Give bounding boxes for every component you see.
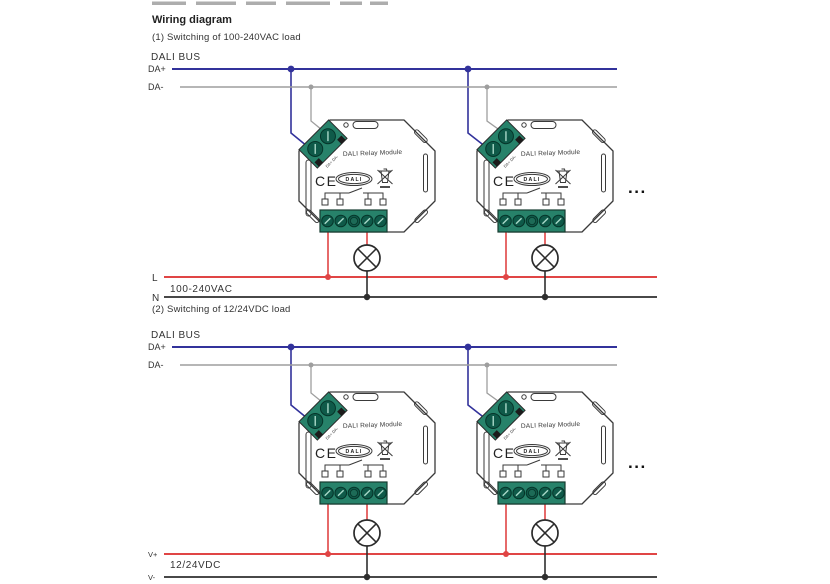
- more-modules-ellipsis: ...: [628, 178, 647, 197]
- junction-dot: [503, 274, 509, 280]
- v-plus-label: V+: [148, 550, 158, 559]
- relay-module-1: [298, 119, 436, 233]
- lamp-icon: [353, 244, 381, 272]
- junction-dot: [308, 362, 314, 368]
- junction-dot: [503, 551, 509, 557]
- relay-module-4: [476, 391, 614, 505]
- more-modules-ellipsis: ...: [628, 453, 647, 472]
- junction-dot: [363, 573, 371, 581]
- junction-dot: [287, 343, 295, 351]
- da-plus-label: DA+: [148, 64, 166, 74]
- dali-bus-title: DALI BUS: [151, 330, 201, 341]
- live-label: L: [152, 273, 158, 284]
- junction-dot: [464, 65, 472, 73]
- supply-voltage-label: 12/24VDC: [170, 560, 221, 571]
- junction-dot: [325, 551, 331, 557]
- neutral-label: N: [152, 293, 159, 304]
- diagram1-caption: (1) Switching of 100-240VAC load: [152, 32, 301, 43]
- relay-module-3: [298, 391, 436, 505]
- junction-dot: [484, 84, 490, 90]
- da-minus-label: DA-: [148, 82, 164, 92]
- page-title: Wiring diagram: [152, 14, 232, 26]
- diagram-1: DALI BUS DA+ DA-: [148, 52, 657, 304]
- junction-dot: [484, 362, 490, 368]
- da-plus-label: DA+: [148, 342, 166, 352]
- junction-dot: [325, 274, 331, 280]
- live-wiring: [164, 232, 657, 278]
- live-wiring: [164, 504, 657, 555]
- v-minus-label: V-: [148, 573, 156, 582]
- neutral-wiring: [164, 270, 657, 298]
- junction-dot: [363, 293, 371, 301]
- relay-module-2: [476, 119, 614, 233]
- lamp-icon: [531, 519, 559, 547]
- junction-dot: [464, 343, 472, 351]
- dali-bus-title: DALI BUS: [151, 52, 201, 63]
- junction-dot: [541, 293, 549, 301]
- lamp-icon: [353, 519, 381, 547]
- neutral-wiring: [164, 545, 657, 578]
- da-minus-label: DA-: [148, 360, 164, 370]
- diagram2-caption: (2) Switching of 12/24VDC load: [152, 304, 291, 315]
- cropped-text-fragment: [152, 1, 388, 5]
- lamp-icon: [531, 244, 559, 272]
- diagram-2: DALI BUS DA+ DA-: [148, 330, 657, 582]
- junction-dot: [287, 65, 295, 73]
- junction-dot: [308, 84, 314, 90]
- junction-dot: [541, 573, 549, 581]
- supply-voltage-label: 100-240VAC: [170, 284, 233, 295]
